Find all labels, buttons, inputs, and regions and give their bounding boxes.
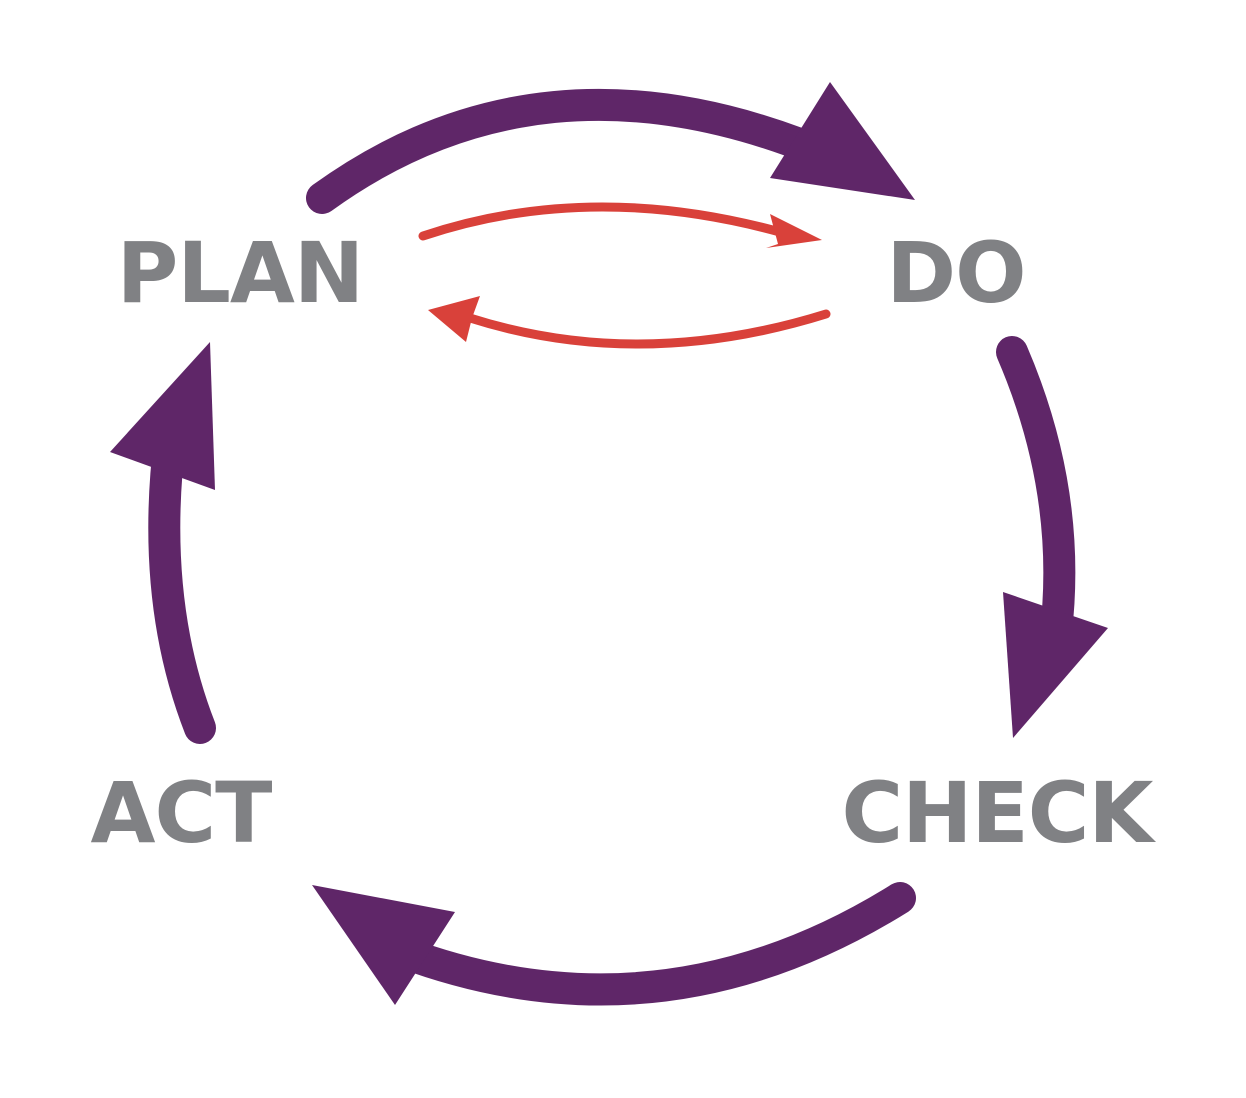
arrow-check-to-act <box>312 882 916 1006</box>
label-plan: PLAN <box>117 224 363 322</box>
label-act: ACT <box>91 764 273 862</box>
cycle-arrows <box>110 82 1108 1006</box>
plan-do-loop-arrows <box>418 202 831 349</box>
label-do: DO <box>886 224 1025 322</box>
stage-labels: PLAN DO CHECK ACT <box>91 224 1158 862</box>
label-check: CHECK <box>841 764 1156 862</box>
loop-arrow-plan-to-do <box>418 202 822 248</box>
loop-arrow-do-to-plan <box>428 296 831 349</box>
arrow-act-to-plan <box>110 342 216 744</box>
arrow-do-to-check <box>996 336 1108 738</box>
arrow-plan-to-do <box>306 82 915 214</box>
